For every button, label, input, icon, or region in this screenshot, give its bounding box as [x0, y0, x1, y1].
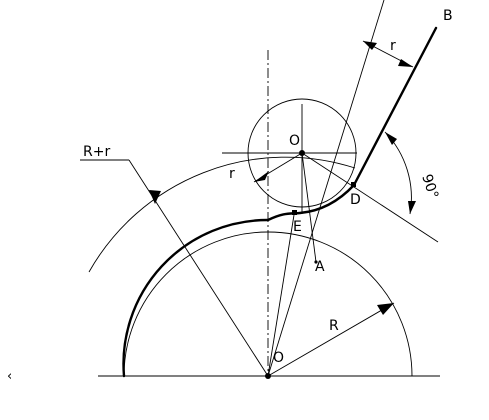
- label-B: B: [443, 8, 453, 24]
- arrowhead-R: [377, 303, 394, 315]
- arrowhead-R-plus-r: [149, 190, 161, 204]
- arrowhead-r-top-1: [363, 41, 377, 50]
- label-O-upper: O: [289, 133, 300, 149]
- point-A: [314, 260, 318, 264]
- point-O-lower: [265, 373, 271, 379]
- label-R-plus-r: R+r: [83, 144, 110, 160]
- label-E: E: [293, 219, 302, 235]
- label-D: D: [350, 192, 361, 208]
- radius-R-line: [267, 302, 395, 377]
- line-O-E: [267, 214, 295, 377]
- label-R: R: [329, 318, 339, 334]
- arrowhead-90-bottom: [408, 201, 416, 214]
- angle-arc-90: [384, 131, 412, 215]
- point-O-upper: [299, 150, 305, 156]
- label-O-lower: O: [273, 350, 284, 366]
- arc-R-plus-r: [88, 156, 356, 273]
- point-D: [351, 182, 356, 187]
- arrowhead-r-left: [254, 171, 269, 182]
- edge-chevron-mark: ‹: [7, 369, 12, 384]
- point-E: [292, 210, 297, 215]
- label-A: A: [315, 259, 325, 275]
- contour-profile: [122, 26, 438, 378]
- center-line-O-O: [267, 0, 385, 377]
- arrowhead-90-top: [385, 132, 397, 145]
- circle-r: [247, 98, 357, 208]
- line-O-A: [301, 152, 317, 263]
- label-90-degrees: 90°: [418, 172, 441, 201]
- circle-R: [123, 231, 413, 377]
- label-r-left: r: [229, 166, 235, 182]
- arrowhead-r-top-2: [398, 59, 413, 67]
- label-r-top: r: [390, 38, 396, 54]
- extension-line-D: [301, 152, 439, 243]
- leader-R-plus-r-diagonal: [128, 159, 269, 377]
